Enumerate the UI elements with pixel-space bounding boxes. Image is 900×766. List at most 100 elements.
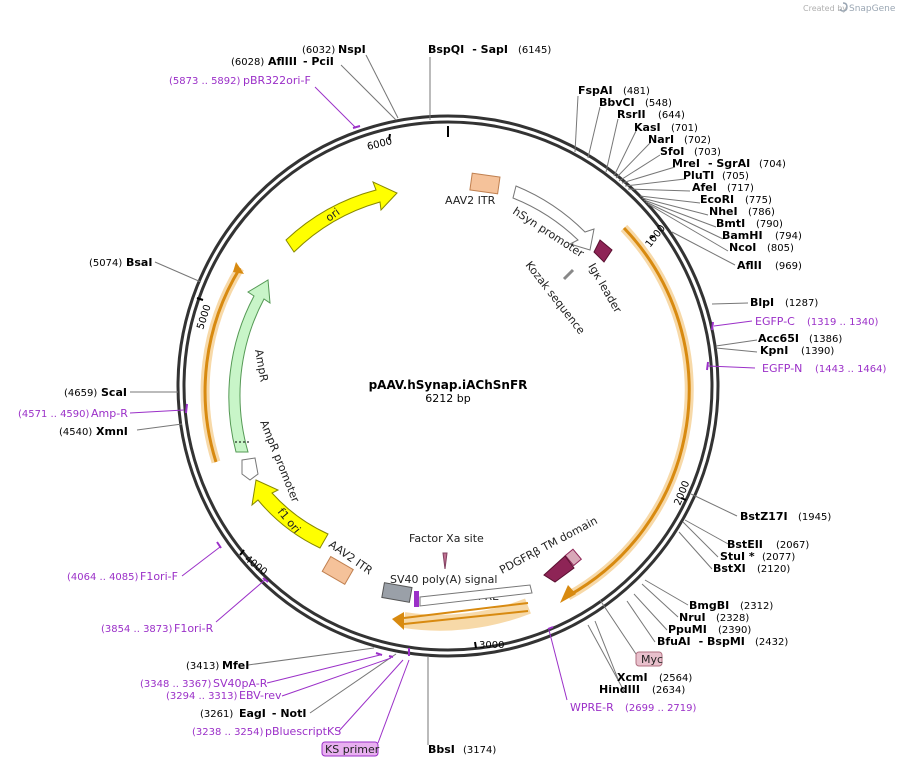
primer-wpre-r[interactable]: WPRE-R(2699 .. 2719) — [570, 701, 697, 714]
enzyme-nari[interactable]: NarI(702) — [648, 133, 711, 146]
enzyme-pluti[interactable]: PluTI(705) — [683, 169, 749, 182]
enzyme-bbsi[interactable]: BbsI (3174) — [428, 743, 496, 756]
svg-text:pBR322ori-F: pBR322ori-F — [243, 74, 311, 87]
feature-ori[interactable] — [285, 181, 398, 253]
svg-text:NarI: NarI — [648, 133, 674, 146]
enzyme-nhei[interactable]: NheI(786) — [709, 205, 775, 218]
svg-text:EGFP-N: EGFP-N — [762, 362, 802, 375]
feature-ampr[interactable] — [228, 279, 271, 453]
svg-text:(701): (701) — [671, 123, 698, 134]
enzyme-sfoi[interactable]: SfoI(703) — [660, 145, 721, 158]
enzyme-bmgbi[interactable]: BmgBI(2312) — [689, 599, 773, 612]
enzyme-bbvci[interactable]: BbvCI(548) — [599, 96, 672, 109]
svg-text:KS primer: KS primer — [325, 743, 380, 756]
enzyme-mfei[interactable]: (3413)MfeI — [186, 659, 249, 672]
primer-f1ori-r[interactable]: (3854 .. 3873)F1ori-R — [101, 622, 214, 635]
svg-text:Myc: Myc — [641, 653, 663, 666]
enzyme-acc65i[interactable]: Acc65I(1386) — [758, 332, 842, 345]
feature-hsyn-promoter[interactable] — [512, 185, 595, 251]
enzyme-bspqi-sapi[interactable]: BspQI- SapI (6145) — [428, 43, 551, 56]
enzyme-scai[interactable]: (4659)ScaI — [64, 386, 127, 399]
svg-text:(794): (794) — [775, 231, 802, 242]
enzyme-rsrii[interactable]: RsrII(644) — [617, 108, 685, 121]
svg-text:(2067): (2067) — [776, 540, 809, 551]
plasmid-size: 6212 bp — [425, 392, 470, 405]
feature-left-orange-arc — [200, 262, 244, 464]
svg-text:PpuMI: PpuMI — [668, 623, 707, 636]
feature-wpre[interactable] — [392, 598, 531, 631]
primer-egfp-n[interactable]: EGFP-N(1443 .. 1464) — [762, 362, 887, 375]
svg-text:(6028): (6028) — [231, 57, 264, 68]
svg-text:SfoI: SfoI — [660, 145, 684, 158]
enzyme-kasi[interactable]: KasI(701) — [634, 121, 698, 134]
feature-aav2-itr-2[interactable] — [321, 555, 354, 585]
svg-text:(1287): (1287) — [785, 298, 818, 309]
svg-text:BlpI: BlpI — [750, 296, 774, 309]
enzyme-fspai[interactable]: FspAI(481) — [578, 84, 650, 97]
tag-ks-primer[interactable]: KS primer — [321, 741, 380, 757]
enzyme-bstxi[interactable]: BstXI(2120) — [713, 562, 790, 575]
feature-pdgfr-tm-domain[interactable] — [543, 555, 575, 583]
primer-f1ori-f[interactable]: (4064 .. 4085)F1ori-F — [67, 570, 178, 583]
feature-iachsnfr[interactable] — [560, 224, 694, 603]
primer-pbluescriptks[interactable]: (3238 .. 3254)pBluescriptKS — [192, 725, 341, 738]
enzyme-afliii-pcii[interactable]: (6028) AflIII- PciI — [231, 55, 334, 68]
svg-text:(3174): (3174) — [463, 745, 496, 756]
svg-text:(2077): (2077) — [762, 552, 795, 563]
feature-factor-xa[interactable] — [442, 552, 448, 570]
enzyme-ppumi[interactable]: PpuMI (2390) — [668, 623, 751, 636]
primer-marks — [185, 125, 714, 658]
feature-kozak[interactable] — [562, 268, 575, 281]
svg-text:FspAI: FspAI — [578, 84, 613, 97]
enzyme-xmni[interactable]: (4540)XmnI — [59, 425, 128, 438]
svg-text:Acc65I: Acc65I — [758, 332, 799, 345]
primer-pbr322ori-f[interactable]: (5873 .. 5892)pBR322ori-F — [169, 74, 311, 87]
svg-text:BspQI- SapI: BspQI- SapI — [428, 43, 508, 56]
svg-text:(1390): (1390) — [801, 346, 834, 357]
primer-ebv-rev[interactable]: (3294 .. 3313)EBV-rev — [166, 689, 282, 702]
svg-text:NruI: NruI — [679, 611, 706, 624]
enzyme-mrei-sgrai[interactable]: MreI- SgrAI(704) — [672, 157, 786, 170]
svg-text:BamHI: BamHI — [722, 229, 763, 242]
enzyme-nrui[interactable]: NruI(2328) — [679, 611, 749, 624]
svg-text:BbsI: BbsI — [428, 743, 455, 756]
svg-text:BbvCI: BbvCI — [599, 96, 635, 109]
feature-myc[interactable] — [564, 548, 583, 567]
enzyme-bamhi[interactable]: BamHI (794) — [722, 229, 802, 242]
enzyme-stui[interactable]: StuI *(2077) — [720, 550, 795, 563]
enzyme-bmti[interactable]: BmtI(790) — [716, 217, 783, 230]
enzyme-ncoi[interactable]: NcoI(805) — [729, 241, 794, 254]
svg-text:BstZ17I: BstZ17I — [740, 510, 788, 523]
svg-text:(6145): (6145) — [518, 45, 551, 56]
feature-sv40-polya[interactable] — [381, 582, 419, 607]
primer-sv40pa-r[interactable]: (3348 .. 3367)SV40pA-R — [140, 677, 268, 690]
svg-text:BstXI: BstXI — [713, 562, 746, 575]
primer-egfp-c[interactable]: EGFP-C(1319 .. 1340) — [755, 315, 879, 328]
enzyme-afei[interactable]: AfeI(717) — [692, 181, 754, 194]
enzyme-bfuai-bspmi[interactable]: BfuAI- BspMI(2432) — [657, 635, 788, 648]
enzyme-nspi[interactable]: (6032) NspI — [302, 43, 366, 56]
enzyme-eagi-noti[interactable]: (3261)EagI- NotI — [200, 707, 306, 720]
svg-text:PluTI: PluTI — [683, 169, 714, 182]
feature-ampr-promoter[interactable] — [241, 457, 259, 481]
enzyme-aflii[interactable]: AflII(969) — [737, 259, 802, 272]
feature-f1-ori[interactable] — [251, 479, 329, 549]
tag-myc[interactable]: Myc — [635, 651, 663, 667]
svg-text:(1319 .. 1340): (1319 .. 1340) — [807, 317, 879, 328]
enzyme-bsteii[interactable]: BstEII(2067) — [727, 538, 809, 551]
enzyme-hindiii[interactable]: HindIII(2634) — [599, 683, 685, 696]
enzyme-kpni[interactable]: KpnI(1390) — [760, 344, 834, 357]
enzyme-ecori[interactable]: EcoRI(775) — [700, 193, 772, 206]
feature-igk-leader[interactable] — [593, 239, 613, 263]
feature-aav2-itr-1[interactable] — [469, 172, 501, 195]
svg-text:(2390): (2390) — [718, 625, 751, 636]
enzyme-blpi[interactable]: BlpI (1287) — [750, 296, 818, 309]
enzyme-bsai[interactable]: (5074)BsaI — [89, 256, 152, 269]
primer-amp-r[interactable]: (4571 .. 4590)Amp-R — [18, 407, 128, 420]
svg-text:EagI- NotI: EagI- NotI — [239, 707, 306, 720]
enzyme-bstz17i[interactable]: BstZ17I(1945) — [740, 510, 831, 523]
svg-text:(717): (717) — [727, 183, 754, 194]
svg-text:BmtI: BmtI — [716, 217, 745, 230]
svg-text:EBV-rev: EBV-rev — [239, 689, 282, 702]
enzyme-xcmi[interactable]: XcmI(2564) — [617, 671, 692, 684]
